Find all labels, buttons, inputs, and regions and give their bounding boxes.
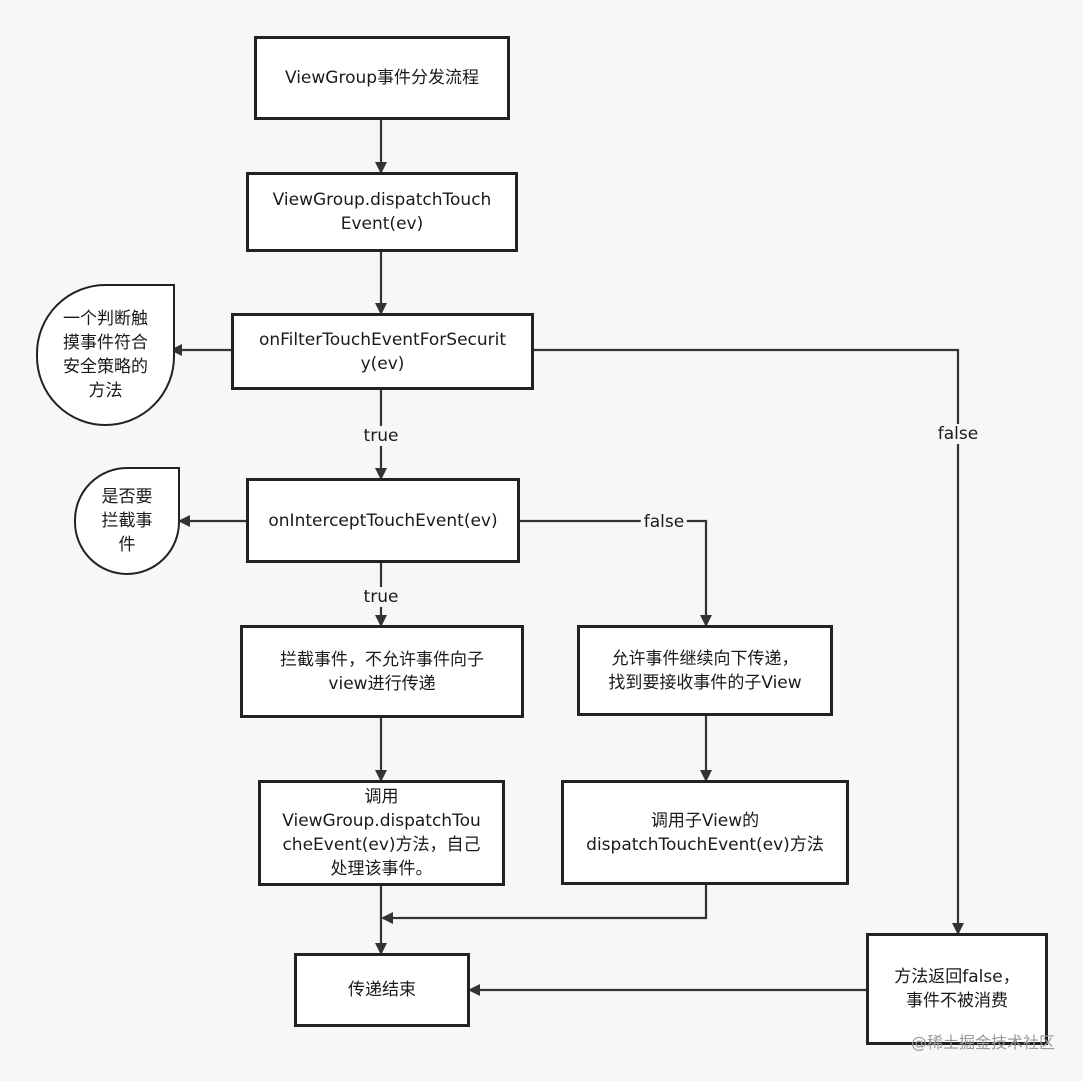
self-handle-node-line: cheEvent(ev)方法，自己 [282, 835, 481, 855]
self-handle-node-line: 处理该事件。 [330, 859, 433, 879]
self-handle-node-line: ViewGroup.dispatchTou [282, 811, 481, 831]
return-false-node-line: 方法返回false， [894, 967, 1020, 987]
filter-node: onFilterTouchEventForSecurit y(ev) [231, 313, 534, 390]
intercept-note-line: 是否要 [101, 487, 153, 507]
block-node: 拦截事件，不允许事件向子 view进行传递 [240, 625, 524, 718]
return-false-node-line: 事件不被消费 [905, 991, 1008, 1011]
edge-label-filter-true: true [360, 426, 402, 446]
dispatch-node: ViewGroup.dispatchTouch Event(ev) [246, 172, 518, 252]
self-handle-node-line: 调用 [364, 787, 399, 807]
child-dispatch-node-line: dispatchTouchEvent(ev)方法 [586, 834, 824, 855]
allow-node-line: 找到要接收事件的子View [608, 672, 802, 693]
allow-node: 允许事件继续向下传递， 找到要接收事件的子View [577, 625, 833, 716]
security-note-line: 摸事件符合 [63, 333, 148, 353]
start-node-label: ViewGroup事件分发流程 [284, 68, 480, 88]
edge-label-filter-false: false [934, 424, 982, 444]
edge-intercept-allow [520, 519, 712, 627]
child-dispatch-node-line: 调用子View的 [650, 810, 760, 831]
intercept-node: onInterceptTouchEvent(ev) [246, 478, 520, 563]
return-false-node: 方法返回false， 事件不被消费 [866, 933, 1048, 1045]
start-node: ViewGroup事件分发流程 [254, 36, 510, 120]
edge-filter-return [534, 348, 964, 935]
edge-label-intercept-true: true [360, 587, 402, 607]
child-dispatch-node: 调用子View的 dispatchTouchEvent(ev)方法 [561, 780, 849, 885]
watermark: @稀土掘金技术社区 [910, 1033, 1055, 1052]
intercept-note: 是否要 拦截事 件 [74, 467, 180, 575]
security-note-line: 安全策略的 [63, 357, 148, 377]
allow-node-line: 允许事件继续向下传递， [611, 648, 799, 669]
end-node-label: 传递结束 [348, 980, 416, 1000]
security-note: 一个判断触 摸事件符合 安全策略的 方法 [36, 284, 175, 426]
intercept-note-line: 件 [118, 535, 136, 555]
end-node: 传递结束 [294, 953, 470, 1027]
block-node-line: 拦截事件，不允许事件向子 [280, 649, 484, 670]
dispatch-node-line: Event(ev) [340, 214, 424, 234]
intercept-note-line: 拦截事 [101, 511, 153, 531]
edge-child-merge [381, 885, 708, 924]
block-node-line: view进行传递 [328, 673, 436, 694]
security-note-line: 方法 [88, 381, 123, 401]
filter-node-line: y(ev) [360, 353, 405, 374]
filter-node-line: onFilterTouchEventForSecurit [258, 329, 507, 350]
intercept-node-label: onInterceptTouchEvent(ev) [268, 510, 498, 531]
security-note-line: 一个判断触 [63, 309, 148, 329]
edge-label-intercept-false: false [640, 512, 688, 532]
self-handle-node: 调用 ViewGroup.dispatchTou cheEvent(ev)方法，… [258, 780, 505, 886]
dispatch-node-line: ViewGroup.dispatchTouch [272, 190, 492, 210]
